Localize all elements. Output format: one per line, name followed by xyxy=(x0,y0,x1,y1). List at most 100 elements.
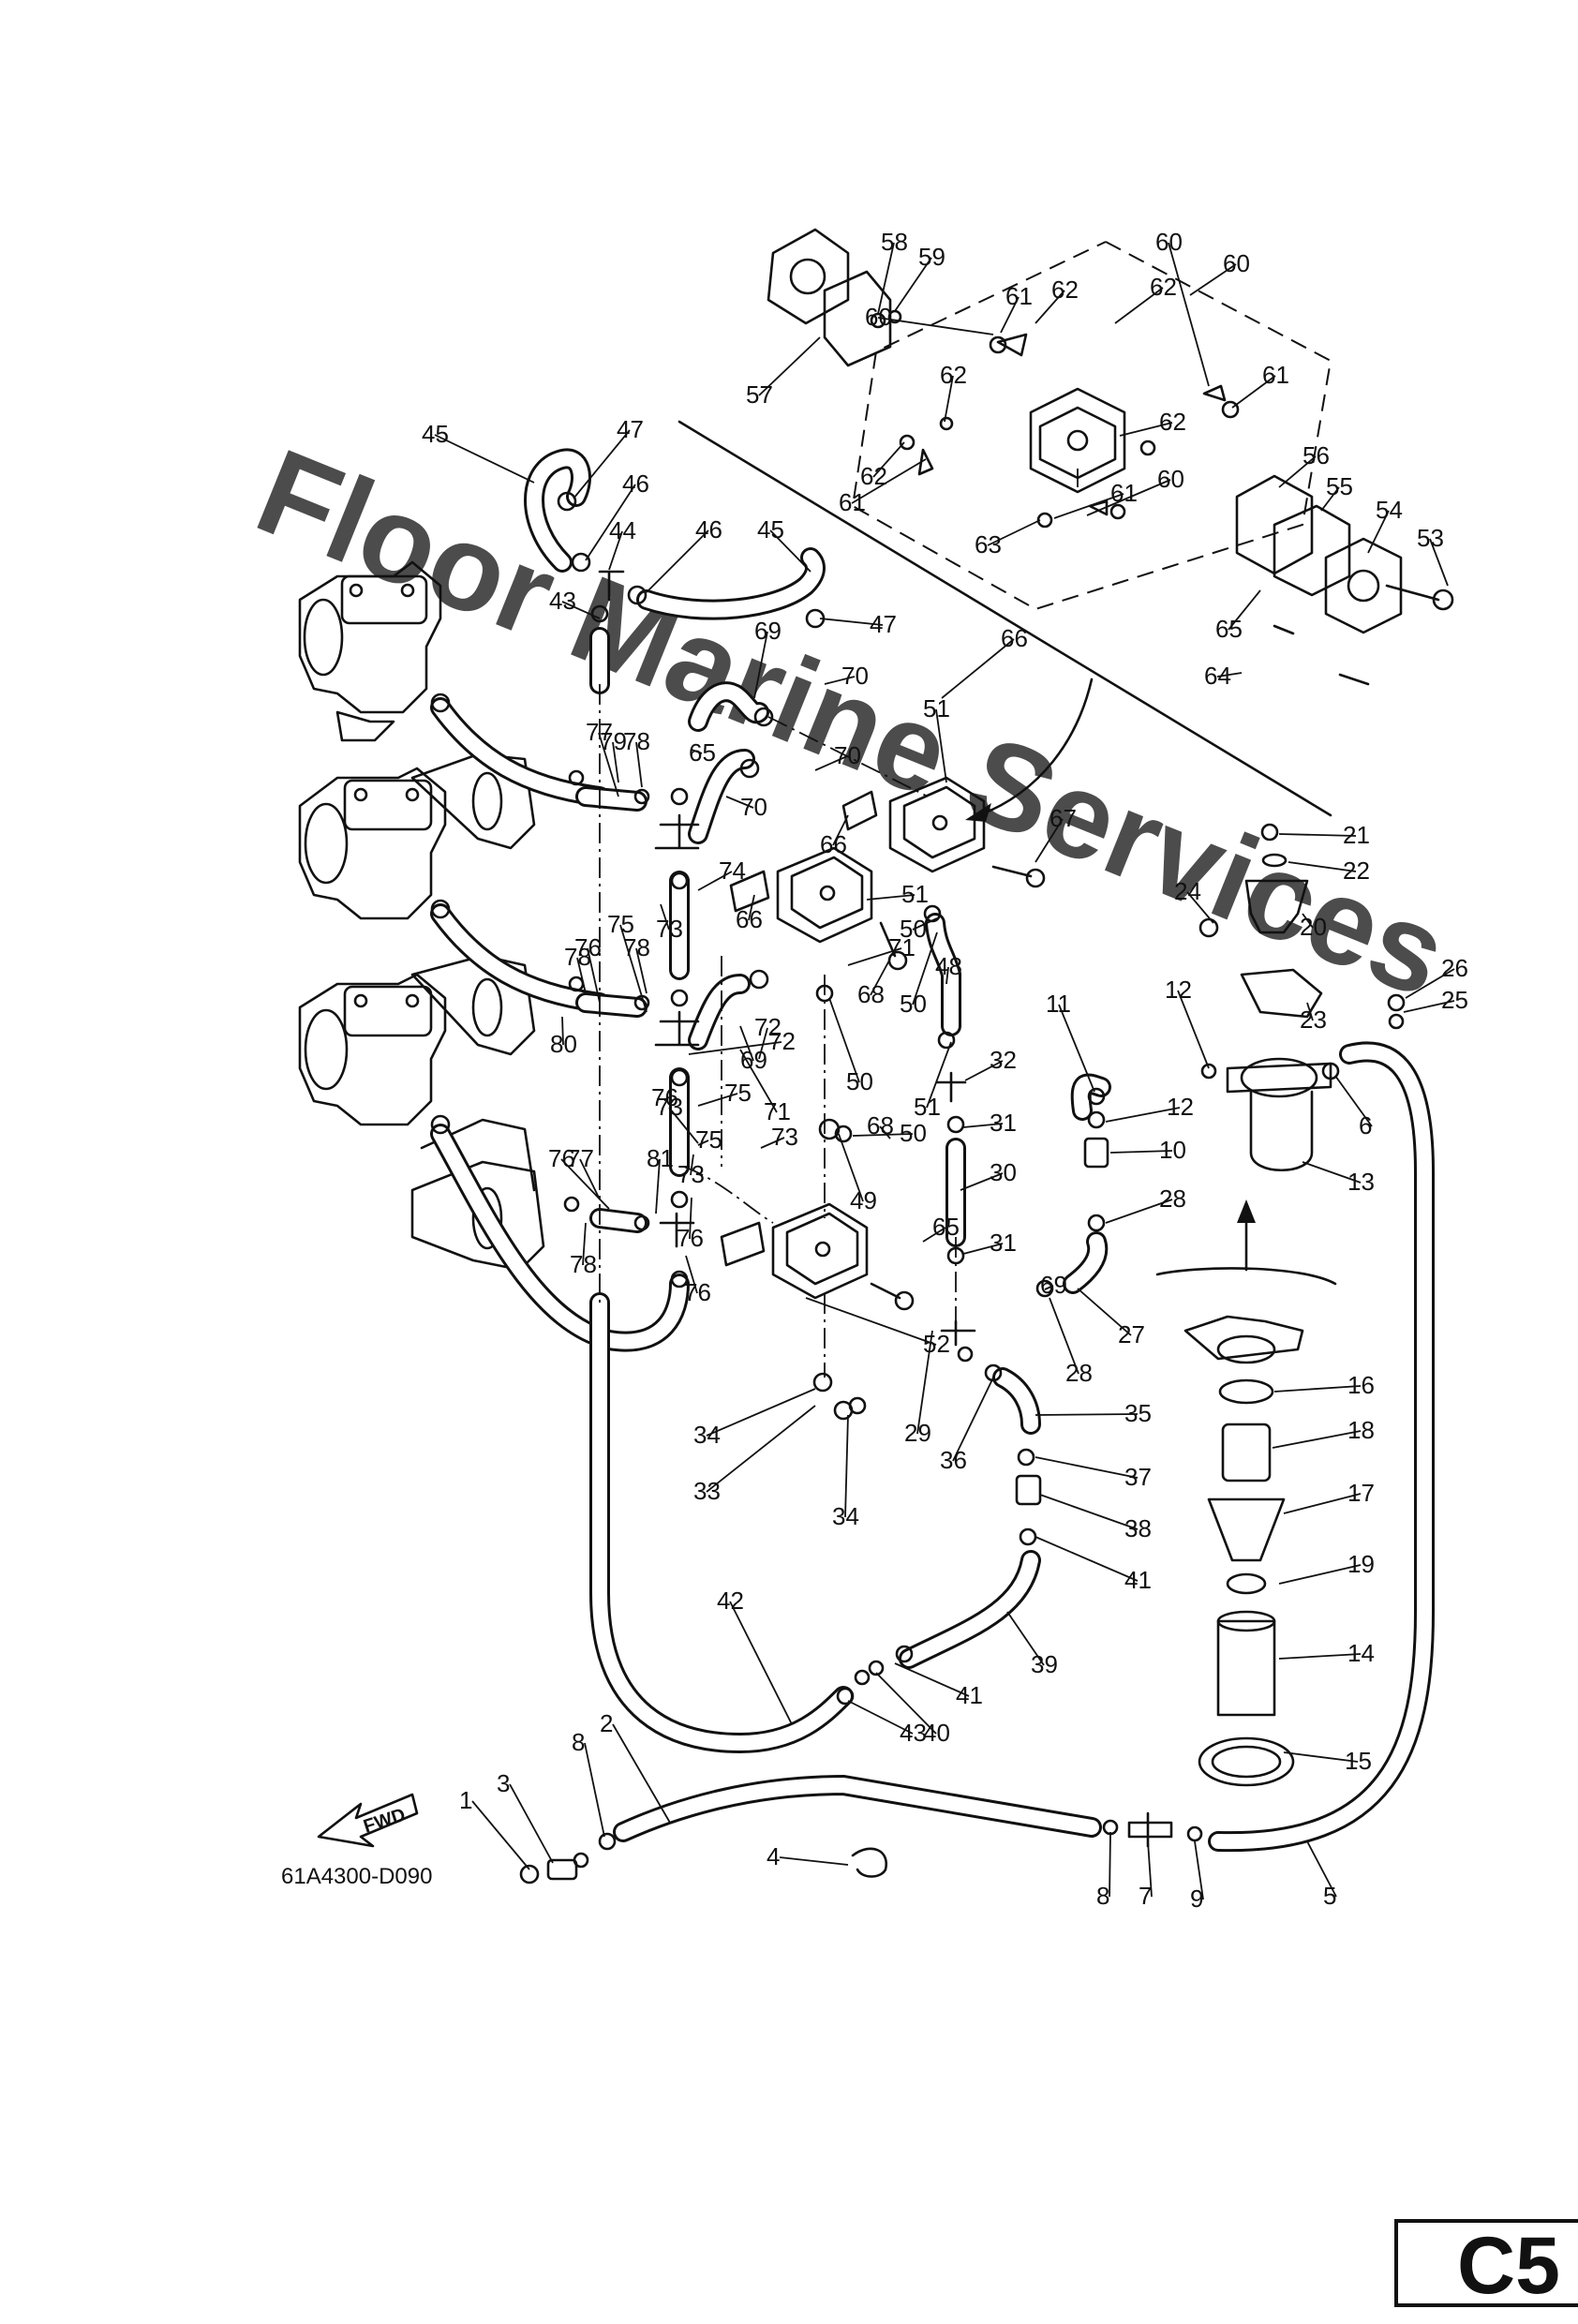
part-number-label: 12 xyxy=(1165,976,1192,1004)
callout-leader xyxy=(655,1158,661,1214)
callout-leader xyxy=(646,529,709,593)
callout-leader xyxy=(612,1723,671,1824)
part-number-label: 50 xyxy=(900,915,927,943)
part-number-label: 41 xyxy=(1124,1566,1152,1594)
callout-leader xyxy=(689,1197,692,1240)
part-number-label: 60 xyxy=(1155,228,1183,256)
part-number-label: 22 xyxy=(1343,857,1370,885)
callout-leader xyxy=(1367,510,1390,554)
part-number-label: 61 xyxy=(1110,479,1138,507)
part-number-label: 47 xyxy=(617,415,644,443)
callout-leader xyxy=(1189,263,1237,296)
part-number-label: 61 xyxy=(1262,361,1289,389)
part-number-label: 78 xyxy=(623,727,650,755)
part-number-label: 33 xyxy=(693,1477,721,1505)
part-number-label: 46 xyxy=(622,469,649,498)
callout-leader xyxy=(663,1097,666,1102)
callout-leader xyxy=(668,1107,699,1144)
callout-leader xyxy=(434,434,535,484)
part-number-label: 62 xyxy=(1150,273,1177,301)
part-number-label: 2 xyxy=(600,1709,613,1737)
part-number-label: 49 xyxy=(850,1186,877,1214)
callout-leader xyxy=(587,947,601,1004)
callout-leader xyxy=(509,1783,554,1864)
callout-leader xyxy=(945,966,949,985)
callout-leader xyxy=(1429,538,1449,587)
callout-leader xyxy=(561,601,601,619)
part-number-label: 72 xyxy=(754,1013,782,1041)
drawing-code: 61A4300-D090 xyxy=(281,1864,432,1889)
callout-leader xyxy=(960,1172,1004,1191)
callout-leader xyxy=(962,1123,1004,1128)
part-callouts: 1234567889101112121314151617181920212223… xyxy=(422,228,1468,1913)
part-number-label: 3 xyxy=(497,1769,510,1797)
callout-leader xyxy=(560,1158,610,1210)
callout-leader xyxy=(1000,296,1020,334)
part-number-label: 80 xyxy=(550,1030,577,1058)
callout-leader xyxy=(1053,493,1124,519)
callout-leader xyxy=(894,257,932,312)
fuel-hoses xyxy=(430,448,1435,1853)
callout-leader xyxy=(838,1133,864,1202)
part-number-label: 32 xyxy=(990,1046,1017,1074)
callout-leader xyxy=(1278,1653,1362,1660)
part-number-label: 62 xyxy=(1159,408,1186,436)
part-number-label: 69 xyxy=(754,617,782,645)
part-number-label: 27 xyxy=(1118,1320,1145,1348)
part-number-label: 7 xyxy=(1139,1882,1152,1910)
part-number-label: 56 xyxy=(1303,441,1330,469)
callout-leader xyxy=(690,1154,694,1176)
part-number-label: 10 xyxy=(1159,1136,1186,1164)
part-number-label: 5 xyxy=(1323,1882,1336,1910)
part-number-label: 41 xyxy=(956,1681,983,1709)
callout-leader xyxy=(1306,1840,1337,1898)
callout-leader xyxy=(941,638,1015,699)
callout-leader xyxy=(753,631,768,699)
part-number-label: 26 xyxy=(1441,954,1468,982)
part-number-label: 1 xyxy=(459,1786,472,1814)
callout-leader xyxy=(916,1330,933,1435)
callout-leader xyxy=(847,1700,914,1735)
page-badge-label: C5 xyxy=(1457,2221,1560,2311)
part-number-label: 12 xyxy=(1167,1093,1194,1121)
part-number-label: 28 xyxy=(1065,1359,1093,1387)
callout-leader xyxy=(962,1243,1004,1255)
callout-leader xyxy=(635,947,648,994)
callout-leader xyxy=(739,1049,778,1113)
callout-leader xyxy=(619,924,648,1013)
callout-leader xyxy=(875,1672,937,1735)
part-number-label: 11 xyxy=(1046,990,1071,1018)
part-number-label: 72 xyxy=(768,1027,796,1055)
part-number-label: 77 xyxy=(567,1144,594,1172)
part-number-label: 70 xyxy=(834,741,861,769)
part-number-label: 76 xyxy=(651,1083,678,1111)
part-number-label: 73 xyxy=(677,1160,705,1188)
part-number-label: 37 xyxy=(1124,1463,1152,1491)
part-number-label: 23 xyxy=(1300,1006,1327,1034)
part-number-label: 35 xyxy=(1124,1399,1152,1427)
callout-leader xyxy=(1168,242,1210,387)
callout-leader xyxy=(912,917,938,931)
callout-leader xyxy=(1194,1840,1204,1900)
part-number-label: 78 xyxy=(570,1250,597,1278)
part-number-label: 78 xyxy=(623,933,650,961)
part-number-label: 73 xyxy=(771,1123,798,1151)
callout-leader xyxy=(1231,375,1276,409)
part-number-label: 46 xyxy=(695,515,722,544)
part-number-label: 43 xyxy=(549,587,576,615)
callout-leader xyxy=(584,1742,605,1838)
callout-leader xyxy=(576,957,587,994)
part-number-label: 66 xyxy=(1001,624,1028,652)
part-number-label: 28 xyxy=(1159,1184,1186,1213)
callout-leader xyxy=(1035,1413,1139,1416)
part-number-label: 36 xyxy=(940,1446,967,1474)
page-badge: C5 xyxy=(1394,2219,1578,2311)
callout-leader xyxy=(1105,1107,1181,1123)
part-number-label: 68 xyxy=(867,1111,894,1140)
callout-leader xyxy=(847,947,902,966)
callout-leader xyxy=(739,1025,754,1062)
callout-leader xyxy=(635,741,643,788)
callout-leader xyxy=(866,894,916,901)
callout-leader xyxy=(471,1800,530,1870)
callout-leader xyxy=(828,997,860,1083)
